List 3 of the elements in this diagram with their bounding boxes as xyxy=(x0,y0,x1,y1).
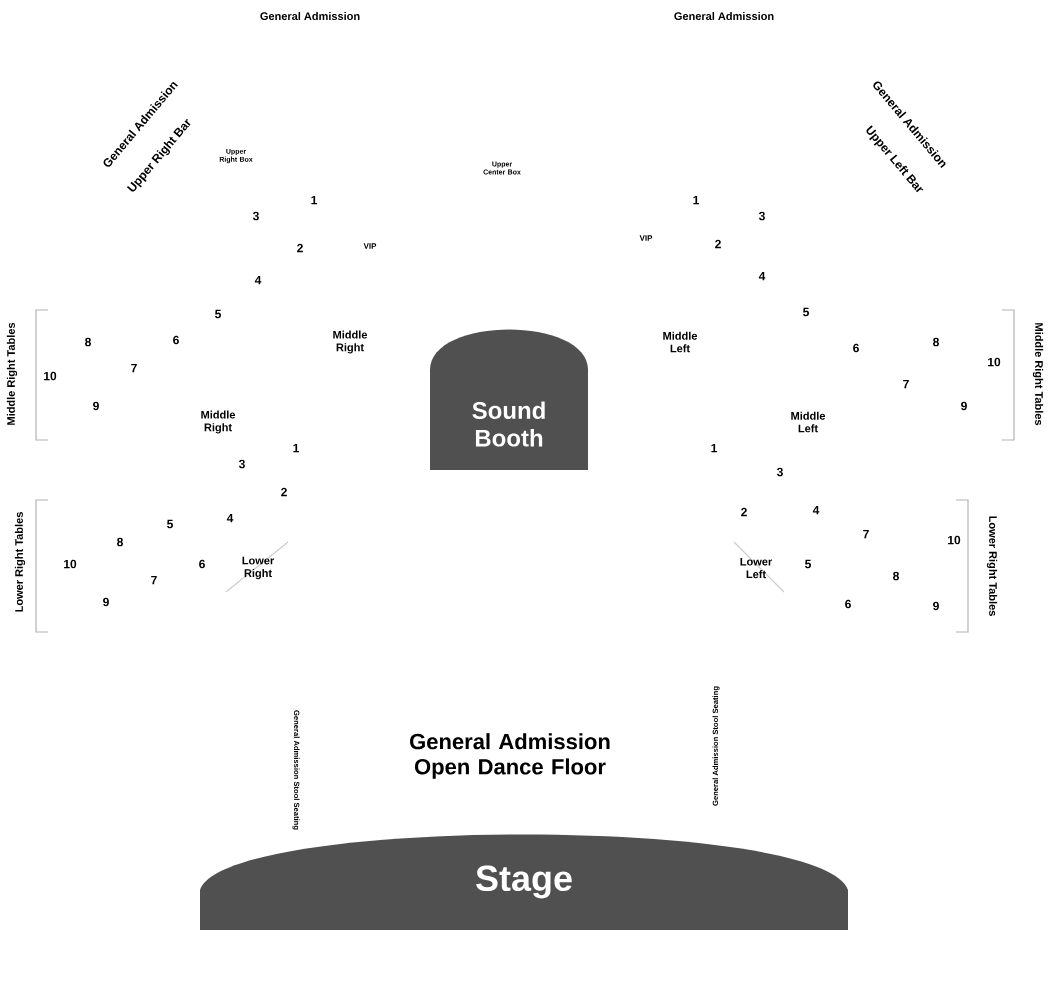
sound-booth: Sound Booth xyxy=(430,329,588,470)
section-label: General Admission Open Dance Floor xyxy=(410,733,610,779)
stage: Stage xyxy=(200,834,848,930)
